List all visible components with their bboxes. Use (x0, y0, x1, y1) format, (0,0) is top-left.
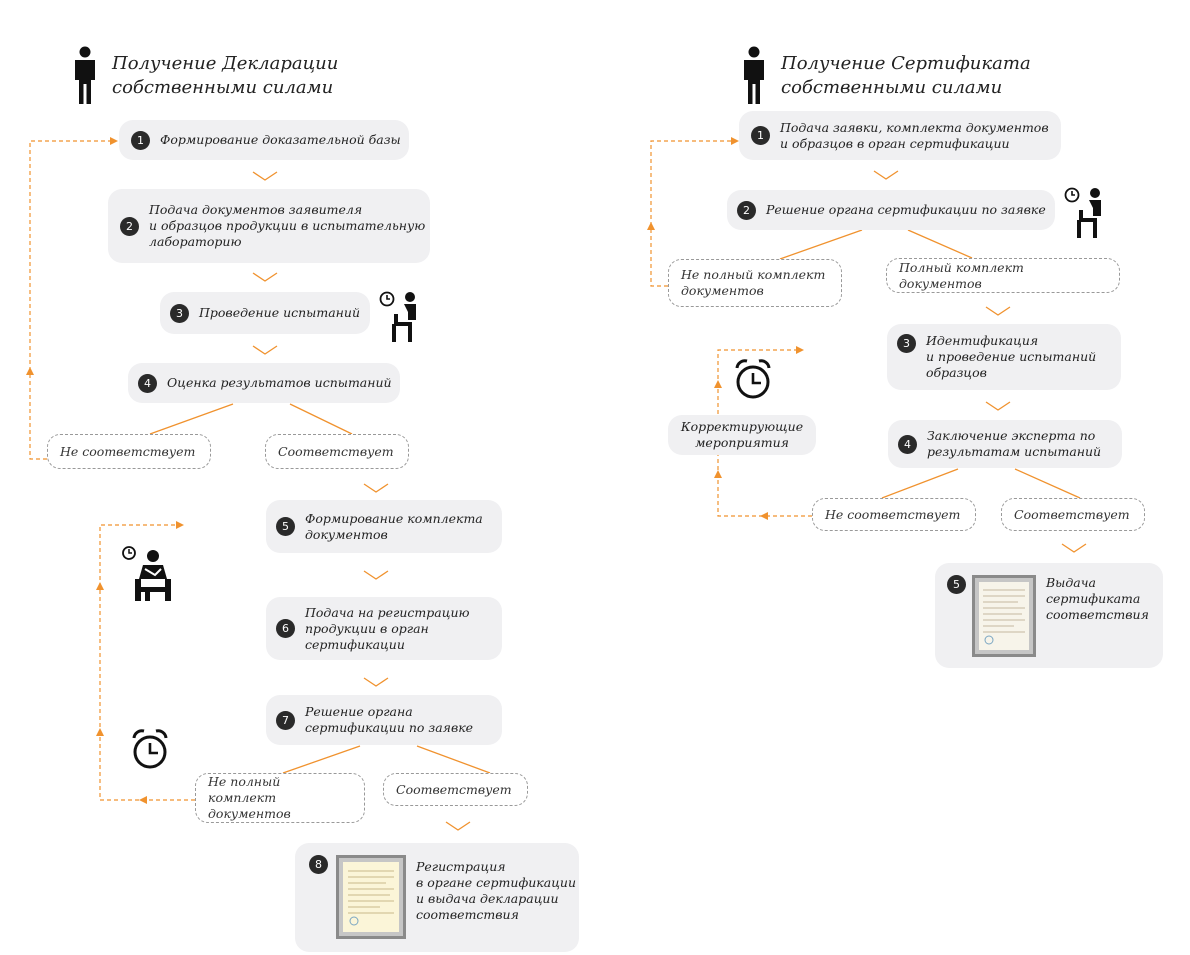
person-icon (744, 46, 764, 104)
step-number-badge: 1 (131, 130, 150, 150)
chevron-down-icon (363, 677, 389, 687)
step-8: 8 Регистрация в органе сертификации и вы… (295, 843, 579, 952)
step-label: Проведение испытаний (199, 305, 360, 320)
step-1: 1 Подача заявки, комплекта документов и … (739, 111, 1061, 160)
step-label: Оценка результатов испытаний (167, 375, 392, 390)
outcome-label: Соответствует (278, 443, 394, 459)
step-label: Заключение эксперта по результатам испыт… (927, 428, 1102, 459)
person-seated-clock-icon (379, 291, 416, 342)
chevron-down-icon (1061, 543, 1087, 553)
step-number-badge: 5 (276, 517, 295, 536)
step-number-badge: 3 (897, 334, 916, 353)
step-label: Подача на регистрацию продукции в орган … (305, 604, 470, 652)
outcome-not-match: Не соответствует (47, 434, 211, 469)
person-icon (75, 46, 95, 104)
outcome-match-2: Соответствует (383, 773, 528, 806)
outcome-label: Не полный комплект документов (681, 267, 826, 298)
step-3: 3 Проведение испытаний (160, 292, 370, 334)
step-label: Формирование доказательной базы (160, 132, 401, 147)
chevron-down-icon (363, 483, 389, 493)
chevron-down-icon (363, 570, 389, 580)
step-1: 1 Формирование доказательной базы (119, 120, 409, 160)
step-number-badge: 8 (309, 855, 328, 874)
alarm-clock-icon (735, 359, 771, 399)
chevron-down-icon (252, 171, 278, 181)
step-4: 4 Оценка результатов испытаний (128, 363, 400, 403)
step-4: 4 Заключение эксперта по результатам исп… (888, 420, 1122, 468)
person-seated-clock-icon (1064, 187, 1101, 238)
alarm-clock-icon (132, 729, 168, 769)
chevron-down-icon (445, 821, 471, 831)
certificate-icon (336, 855, 406, 939)
chevron-down-icon (252, 272, 278, 282)
outcome-label: Не соответствует (825, 506, 961, 522)
step-label: Подача заявки, комплекта документов и об… (780, 119, 1049, 151)
outcome-label: Полный комплект документов (899, 259, 1024, 291)
certificate-icon (972, 575, 1036, 657)
step-5: 5 Формирование комплекта документов (266, 500, 502, 553)
outcome-label: Соответствует (1014, 506, 1130, 522)
step-2: 2 Подача документов заявителя и образцов… (108, 189, 430, 263)
step-number-badge: 6 (276, 619, 295, 638)
step-label: Решение органа сертификации по заявке (766, 202, 1046, 217)
page-title: Получение Сертификата собственными силам… (781, 53, 1031, 98)
step-5: 5 Выдача сертификата соответствия (935, 563, 1163, 668)
step-label: Идентификация и проведение испытаний обр… (926, 333, 1097, 380)
person-working-clock-icon (122, 546, 171, 601)
step-7: 7 Решение органа сертификации по заявке (266, 695, 502, 745)
chevron-down-icon (252, 345, 278, 355)
step-number-badge: 1 (751, 126, 770, 145)
step-number-badge: 4 (898, 434, 917, 454)
step-number-badge: 4 (138, 373, 157, 393)
page-title: Получение Декларации собственными силами (112, 53, 339, 98)
chevron-down-icon (873, 170, 899, 180)
outcome-complete: Полный комплект документов (886, 258, 1120, 293)
step-6: 6 Подача на регистрацию продукции в орга… (266, 597, 502, 660)
outcome-incomplete: Не полный комплект документов (195, 773, 365, 823)
step-number-badge: 5 (947, 575, 966, 594)
step-number-badge: 3 (170, 303, 189, 323)
outcome-match: Соответствует (1001, 498, 1145, 531)
step-number-badge: 2 (737, 200, 756, 220)
outcome-label: Не полный комплект документов (208, 774, 291, 821)
step-2: 2 Решение органа сертификации по заявке (727, 190, 1055, 230)
outcome-match: Соответствует (265, 434, 409, 469)
outcome-not-match: Не соответствует (812, 498, 976, 531)
step-label: Решение органа сертификации по заявке (305, 704, 474, 735)
outcome-label: Не соответствует (60, 443, 196, 459)
step-label: Выдача сертификата соответствия (1046, 575, 1149, 622)
step-number-badge: 7 (276, 710, 295, 730)
step-3: 3 Идентификация и проведение испытаний о… (887, 324, 1121, 390)
corrective-actions: Корректирующие мероприятия (668, 415, 816, 455)
outcome-incomplete: Не полный комплект документов (668, 259, 842, 307)
corrective-label: Корректирующие мероприятия (680, 419, 804, 450)
step-number-badge: 2 (120, 216, 139, 236)
outcome-label: Соответствует (396, 781, 512, 797)
chevron-down-icon (985, 401, 1011, 411)
step-label: Регистрация в органе сертификации и выда… (416, 859, 577, 922)
chevron-down-icon (985, 306, 1011, 316)
step-label: Формирование комплекта документов (305, 510, 483, 542)
step-label: Подача документов заявителя и образцов п… (149, 202, 426, 249)
